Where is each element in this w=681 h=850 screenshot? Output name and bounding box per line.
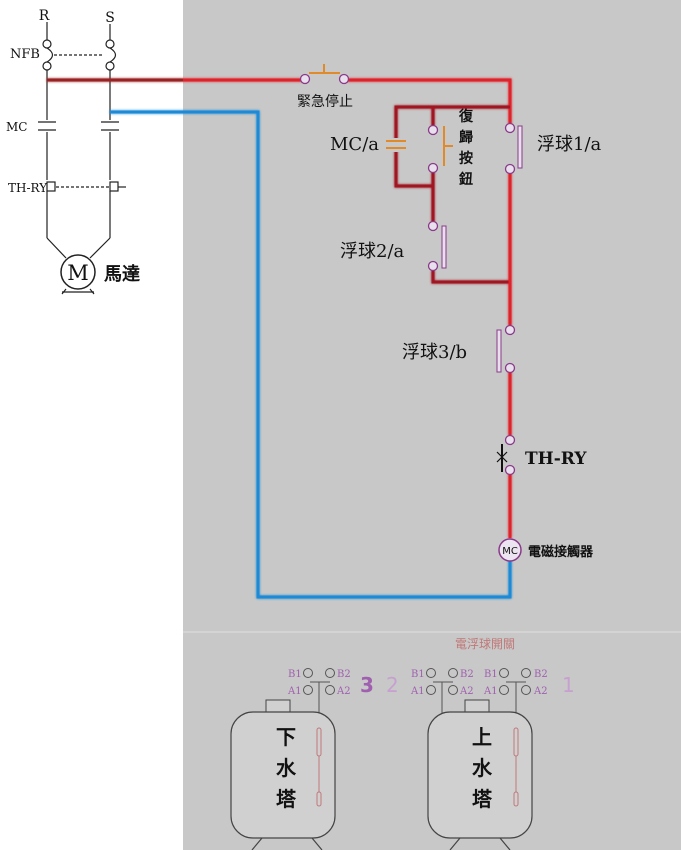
float2-label: 浮球2/a <box>340 241 405 262</box>
emergency-stop-contact: 緊急停止 <box>297 64 353 110</box>
th-ry-label: TH-RY <box>525 449 587 469</box>
reset-label-1: 復 <box>458 108 474 125</box>
float3-contact: 浮球3/b <box>402 324 516 374</box>
mc-aux-label: MC/a <box>330 134 379 155</box>
float1-label: 浮球1/a <box>537 134 602 155</box>
float2-contact: 浮球2/a <box>340 220 447 272</box>
float2-branch-wire <box>431 170 510 284</box>
upper-tank-label-1: 上 <box>472 725 492 749</box>
switch-number-1: 1 <box>562 673 575 697</box>
reset-button-contact: 復 歸 按 鈕 <box>427 108 474 188</box>
phase-s-label: S <box>105 10 115 26</box>
contactor-label: MC <box>6 120 27 134</box>
power-circuit: R S NFB MC TH-RY <box>6 8 140 295</box>
lower-tank-label-1: 下 <box>276 725 296 749</box>
switch-number-3: 3 <box>360 673 374 697</box>
terminal-a2-label: A2 <box>533 686 548 697</box>
lower-water-tank: 下 水 塔 <box>230 699 336 850</box>
terminal-a2-label: A2 <box>336 686 351 697</box>
phase-r-label: R <box>39 8 50 24</box>
terminal-b1-label: B1 <box>288 669 302 680</box>
float1-contact: 浮球1/a <box>504 122 602 175</box>
terminal-block-2: B1 A1 B2 A2 <box>410 668 474 731</box>
coil-symbol: MC <box>502 546 518 557</box>
terminal-b1-label: B1 <box>411 669 425 680</box>
upper-water-tank: 上 水 塔 <box>427 699 533 850</box>
motor-symbol: M <box>67 261 89 285</box>
terminal-a1-label: A1 <box>483 686 498 697</box>
reset-label-4: 鈕 <box>459 171 473 188</box>
mc-aux-contact: MC/a <box>330 134 406 155</box>
reset-label-3: 按 <box>459 150 473 167</box>
float-switch-title: 電浮球開關 <box>455 637 515 651</box>
lower-tank-label-2: 水 <box>276 756 297 780</box>
reset-label-2: 歸 <box>459 129 473 146</box>
mc-coil: MC 電磁接觸器 <box>498 538 594 562</box>
upper-tank-label-2: 水 <box>472 756 493 780</box>
motor-label: 馬達 <box>104 264 140 285</box>
terminal-a1-label: A1 <box>410 686 425 697</box>
lower-tank-label-3: 塔 <box>276 787 297 811</box>
terminal-a2-label: A2 <box>459 686 474 697</box>
terminal-b2-label: B2 <box>337 669 351 680</box>
thermal-relay-label: TH-RY <box>8 181 48 195</box>
terminal-a1-label: A1 <box>287 686 302 697</box>
live-wire-main <box>183 78 512 125</box>
neutral-wire <box>110 110 512 599</box>
terminal-b1-label: B1 <box>484 669 498 680</box>
upper-tank-label-3: 塔 <box>472 787 493 811</box>
th-ry-contact: TH-RY <box>496 434 587 476</box>
float3-label: 浮球3/b <box>402 342 467 363</box>
control-wiring <box>47 78 512 599</box>
emergency-stop-label: 緊急停止 <box>297 93 353 110</box>
switch-number-2: 2 <box>386 673 399 697</box>
terminal-b2-label: B2 <box>460 669 474 680</box>
breaker-label: NFB <box>10 47 40 62</box>
coil-label: 電磁接觸器 <box>528 544 594 560</box>
terminal-b2-label: B2 <box>534 669 548 680</box>
